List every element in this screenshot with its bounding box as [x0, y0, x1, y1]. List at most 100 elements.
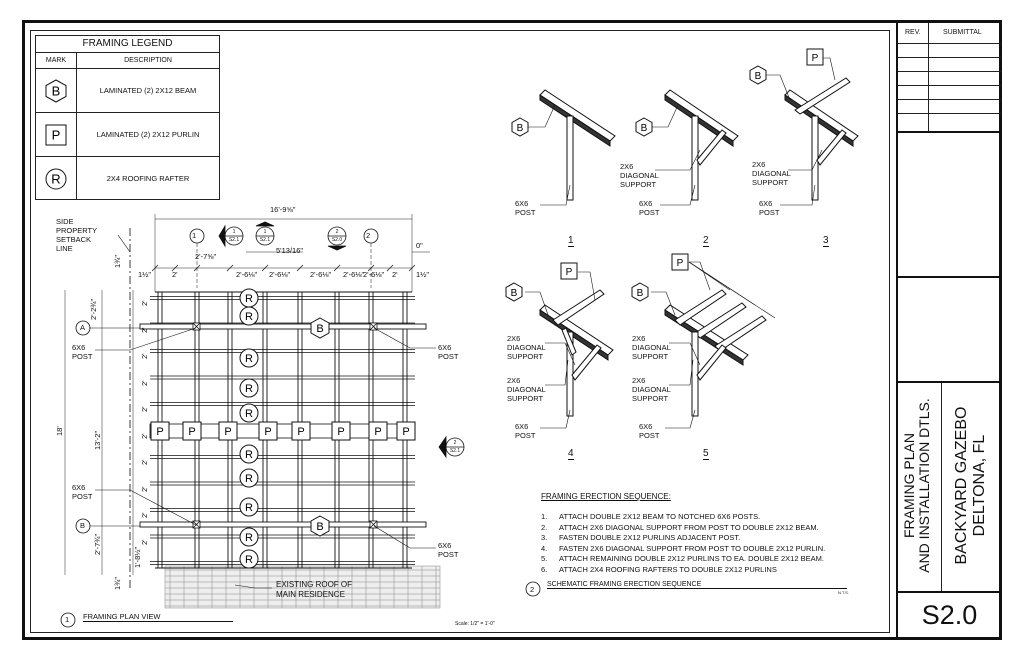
- legend-row-beam: B LAMINATED (2) 2X12 BEAM: [36, 68, 219, 112]
- sequence-step-2: 2.ATTACH 2X6 DIAGONAL SUPPORT FROM POST …: [541, 522, 819, 532]
- iso-step-2: [664, 89, 739, 201]
- purlin-mark-6: P: [331, 421, 351, 441]
- svg-text:B: B: [755, 71, 762, 82]
- rafter-mark-8: R: [239, 497, 259, 517]
- dimension-lines: [64, 214, 430, 575]
- rafter-mark-3: R: [239, 348, 259, 368]
- top-dim-2: 2': [172, 270, 178, 279]
- view-num-2: 2: [530, 585, 535, 594]
- rafter-mark-5: R: [239, 403, 259, 423]
- iso-step-number-5: 5: [703, 448, 709, 460]
- sequence-step-6: 6.ATTACH 2X4 ROOFING RAFTERS TO DOUBLE 2…: [541, 564, 777, 574]
- iso5-beam-mark: B: [631, 282, 649, 302]
- sequence-step-5: 5.ATTACH REMAINING DOUBLE 2X12 PURLINS T…: [541, 554, 824, 563]
- submittal-header: SUBMITTAL: [943, 29, 982, 36]
- svg-text:P: P: [224, 426, 231, 438]
- legend-mark-b: B: [52, 83, 61, 98]
- iso-step-4: [539, 289, 614, 417]
- view-num-1: 1: [65, 615, 70, 624]
- revision-table: REV. SUBMITTAL: [898, 23, 1001, 133]
- iso1-beam-mark: B: [511, 117, 529, 137]
- framing-plan-view-title: FRAMING PLAN VIEW: [83, 612, 233, 622]
- dim-zero: 0": [416, 241, 423, 250]
- title-block-blank-2: [898, 278, 1001, 383]
- rafter-circle-icon: R: [45, 168, 67, 189]
- svg-text:P: P: [297, 426, 304, 438]
- svg-text:P: P: [264, 426, 271, 438]
- drawing-area-border: [30, 30, 890, 633]
- sequence-step-4: 4.FASTEN 2X6 DIAGONAL SUPPORT FROM POST …: [541, 543, 826, 553]
- view-bubble-1: [60, 612, 76, 628]
- svg-text:P: P: [374, 426, 381, 438]
- beam-mark-b: B: [310, 515, 330, 537]
- iso4-purlin-mark: P: [560, 262, 578, 280]
- sequence-step-1: 1.ATTACH DOUBLE 2X12 BEAM TO NOTCHED 6X6…: [541, 512, 761, 521]
- rafter-mark-4: R: [239, 378, 259, 398]
- beam-a: [139, 323, 427, 330]
- top-dim-9: 2': [392, 270, 398, 279]
- svg-text:P: P: [156, 426, 163, 438]
- sequence-view-title: SCHEMATIC FRAMING ERECTION SEQUENCE: [547, 581, 847, 589]
- plan-leaders: [90, 234, 436, 589]
- sequence-steps: 1.ATTACH DOUBLE 2X12 BEAM TO NOTCHED 6X6…: [541, 512, 825, 575]
- sequence-step-3: 3.FASTEN DOUBLE 2X12 PURLINS ADJACENT PO…: [541, 533, 741, 542]
- sequence-nts: N.T.S.: [838, 590, 849, 595]
- legend-title: FRAMING LEGEND: [82, 38, 173, 49]
- grid-bubbles: [60, 228, 379, 628]
- drawing-sheet-border: [22, 20, 1002, 640]
- iso2-beam-mark: B: [635, 117, 653, 137]
- purlin-mark-3: P: [218, 421, 238, 441]
- top-dim-1: 1½": [138, 270, 152, 279]
- iso-step-number-2: 2: [703, 235, 709, 247]
- legend-desc-rafter: 2X4 ROOFING RAFTER: [106, 174, 190, 183]
- svg-text:B: B: [517, 123, 524, 134]
- svg-text:B: B: [511, 288, 518, 299]
- top-dim-3: 2'-7⅝": [195, 252, 217, 261]
- grid-label-1: 1: [192, 231, 197, 240]
- purlin-mark-2: P: [182, 421, 202, 441]
- svg-text:R: R: [245, 532, 253, 544]
- plan-scale: Scale: 1/2" = 1'-0": [455, 621, 495, 627]
- top-dim-10: 1½": [416, 270, 430, 279]
- legend-mark-p: P: [52, 127, 61, 142]
- legend-col-description: DESCRIPTION: [124, 57, 172, 64]
- purlin-mark-7: P: [368, 421, 388, 441]
- iso3-purlin-mark: P: [806, 48, 824, 66]
- framing-legend: FRAMING LEGEND MARK DESCRIPTION B LAMINA…: [35, 35, 220, 200]
- iso-step-3: [784, 77, 859, 201]
- existing-roof-hatch: [164, 565, 441, 609]
- svg-text:B: B: [641, 123, 648, 134]
- legend-mark-r: R: [51, 171, 60, 186]
- purlin-mark-8: P: [396, 421, 416, 441]
- svg-text:R: R: [245, 353, 253, 365]
- grid-bubble-b: [75, 518, 91, 534]
- grid-label-a: A: [80, 323, 86, 332]
- title-block-blank-1: [898, 133, 1001, 278]
- grid-label-b: B: [80, 521, 86, 530]
- top-dim-6: 2'-6⅛": [310, 270, 332, 279]
- sheet-number: S2.0: [921, 599, 978, 630]
- grid-bubble-a: [75, 320, 91, 336]
- beam-b: [139, 521, 427, 528]
- top-dim-5: 2'-6⅛": [269, 270, 291, 279]
- svg-text:R: R: [245, 408, 253, 420]
- svg-text:R: R: [245, 449, 253, 461]
